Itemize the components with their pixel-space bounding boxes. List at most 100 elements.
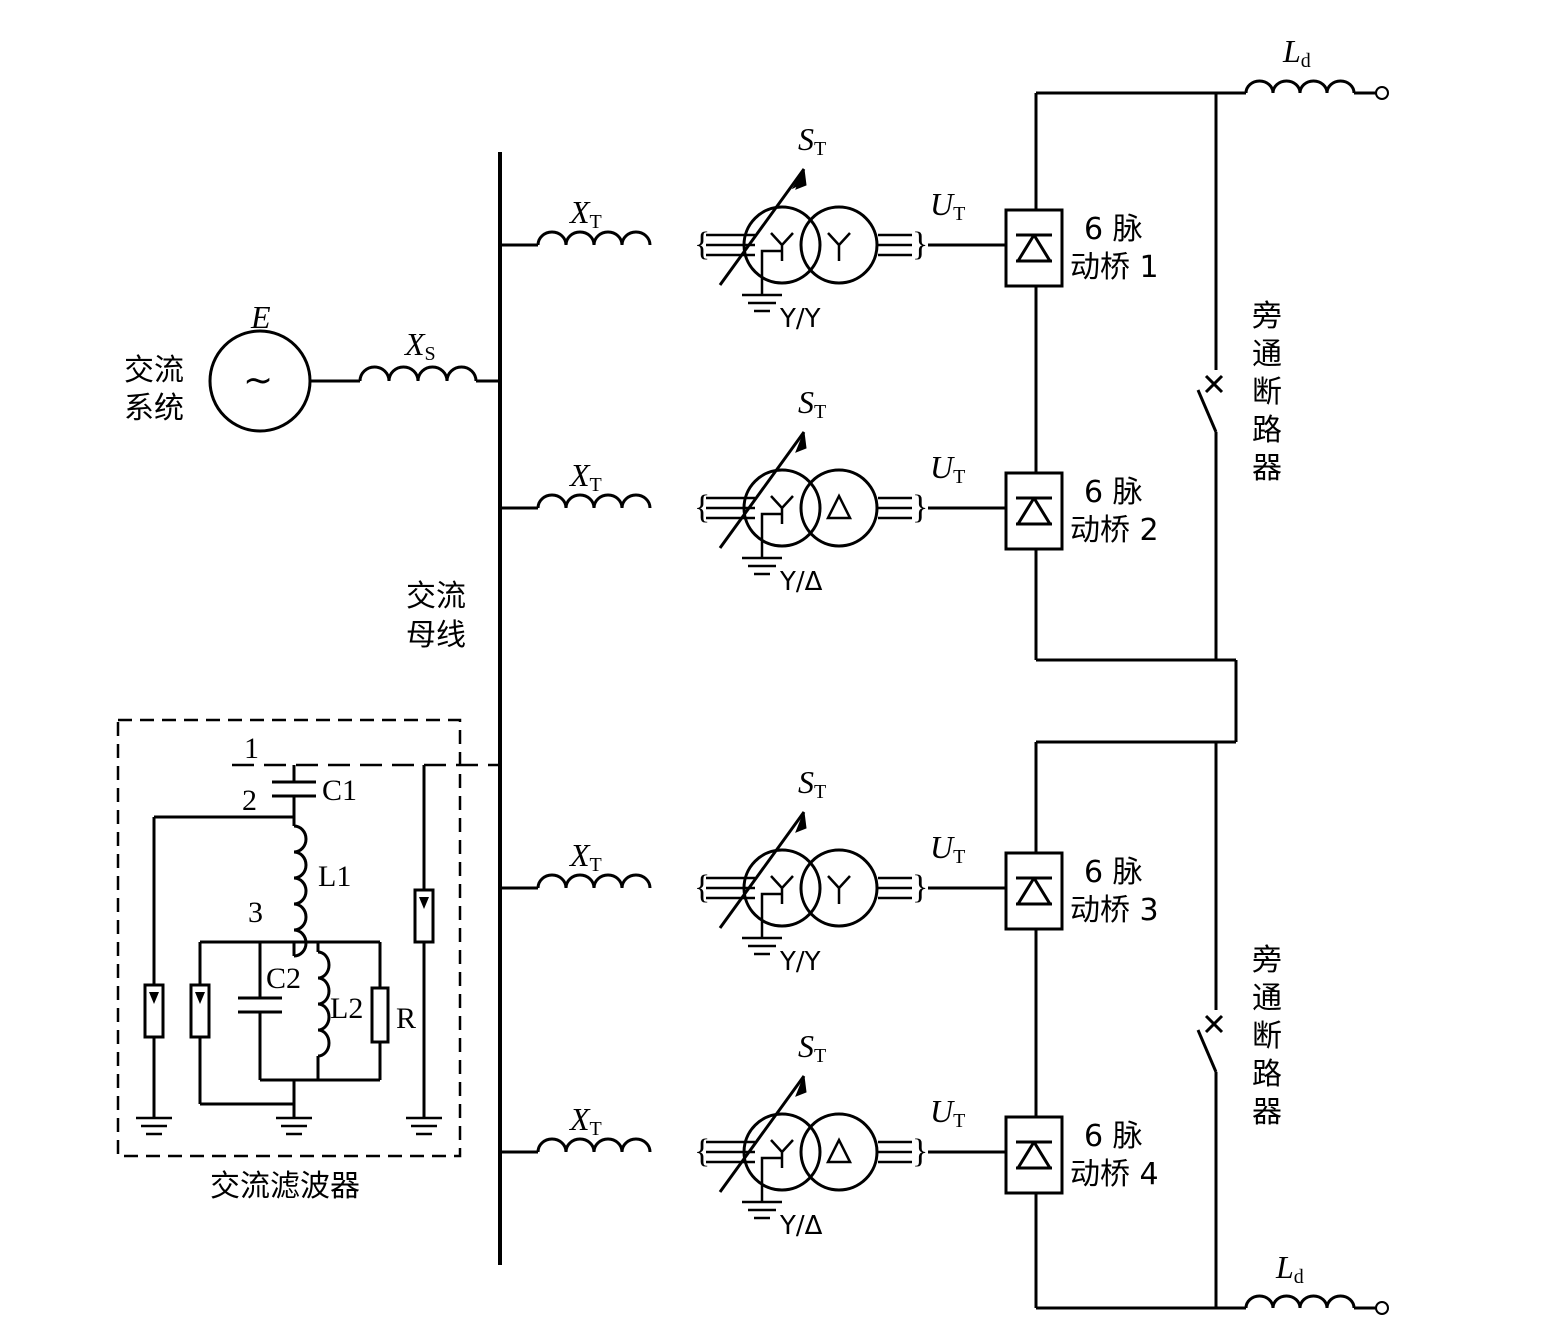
connection-label: Y/Y (779, 947, 821, 977)
transformer-primary-winding (742, 848, 822, 928)
connection-label: Y/Δ (779, 567, 823, 597)
xt-label: XT (568, 194, 602, 233)
ac-filter: 交流滤波器 1 C1 2 L1 3 C2 (116, 718, 500, 1204)
terminal-icon (1375, 1301, 1389, 1315)
st-label: ST (798, 1028, 826, 1067)
bridge-label-1: 6 脉 (1084, 1119, 1143, 1154)
ut-label: UT (930, 449, 965, 488)
neutral-ground-lead (760, 512, 782, 558)
inductor-l2 (317, 950, 331, 1058)
svg-text:}: } (912, 869, 928, 906)
svg-text:}: } (912, 1133, 928, 1170)
bridge-label-1: 6 脉 (1084, 475, 1143, 510)
bridge-rectifier (1004, 1115, 1064, 1195)
branch-1: XT { ST Y/Y } UT 6 脉 动桥 1 (500, 121, 1159, 334)
diode-icon (1016, 1141, 1052, 1169)
node-label: 2 (242, 784, 257, 817)
xt-label: XT (568, 1101, 602, 1140)
resistor-r (370, 986, 390, 1044)
ac-system-label-1: 交流 (124, 353, 184, 388)
ground-icon (406, 1116, 442, 1136)
ac-system-label-2: 系统 (124, 391, 184, 426)
svg-text:}: } (912, 226, 928, 263)
xs-label: XS (403, 326, 436, 365)
transformer-primary-winding (742, 1112, 822, 1192)
transformer-reactance-coil (536, 493, 652, 509)
wye-icon (770, 1139, 794, 1168)
breaker-label-char: 通 (1252, 337, 1282, 372)
ld-label: Ld (1282, 33, 1311, 72)
bridge-label-2: 动桥 3 (1070, 893, 1159, 928)
connection-label: Y/Δ (779, 1211, 823, 1241)
breaker-label-char: 器 (1252, 1095, 1282, 1130)
breaker-contact (1196, 389, 1218, 433)
branch-4: XT { ST Y/Δ } UT 6 脉 动桥 4 (500, 1028, 1159, 1241)
tap-changer-arrow (718, 168, 806, 286)
bypass-breaker-1: 旁 通 断 路 器 (1196, 299, 1282, 486)
inductor-l1 (293, 824, 308, 958)
ac-source: E ~ XS 交流 系统 (124, 299, 500, 433)
bridge-rectifier (1004, 471, 1064, 551)
st-label: ST (798, 384, 826, 423)
transformer-primary-winding (742, 205, 822, 285)
c1-label: C1 (322, 774, 357, 807)
sine-wave-icon: ~ (243, 360, 273, 401)
breaker-x-icon (1204, 1014, 1224, 1034)
breaker-label-char: 器 (1252, 451, 1282, 486)
svg-text:}: } (912, 489, 928, 526)
breaker-label-char: 旁 (1252, 943, 1282, 978)
breaker-label-char: 路 (1252, 413, 1282, 448)
ut-label: UT (930, 1093, 965, 1132)
connection-label: Y/Y (779, 304, 821, 334)
ground-icon (136, 1116, 172, 1136)
tap-changer-arrow (718, 811, 806, 929)
neutral-ground-lead (760, 1156, 782, 1202)
diode-icon (1016, 497, 1052, 525)
ground-icon (276, 1116, 312, 1136)
r-label: R (396, 1002, 416, 1035)
delta-icon (825, 493, 853, 520)
bridge-label-1: 6 脉 (1084, 212, 1143, 247)
c2-label: C2 (266, 962, 301, 995)
terminal-icon (1375, 86, 1389, 100)
branch-2: XT { ST Y/Δ } UT 6 脉 动桥 2 (500, 384, 1159, 597)
filter-boundary (116, 718, 462, 1158)
wye-icon (770, 232, 794, 261)
tap-changer-arrow (718, 1075, 806, 1193)
bridge-label-2: 动桥 1 (1070, 250, 1159, 285)
bridge-label-2: 动桥 2 (1070, 513, 1159, 548)
system-reactance-coil (358, 365, 478, 382)
node-label: 3 (248, 896, 263, 929)
xt-label: XT (568, 837, 602, 876)
bridge-label-1: 6 脉 (1084, 855, 1143, 890)
branch-3: XT { ST Y/Y } UT 6 脉 动桥 3 (500, 764, 1159, 977)
ac-bus-label-1: 交流 (406, 579, 466, 614)
transformer-secondary-winding (799, 205, 879, 285)
l1-label: L1 (318, 860, 351, 893)
filter-title: 交流滤波器 (210, 1169, 360, 1204)
smoothing-reactor-bottom: Ld (1216, 1249, 1389, 1315)
diode-icon (1016, 877, 1052, 905)
transformer-reactance-coil (536, 1137, 652, 1153)
breaker-label-char: 通 (1252, 981, 1282, 1016)
ut-label: UT (930, 829, 965, 868)
breaker-x-icon (1204, 374, 1224, 394)
neutral-ground-lead (760, 249, 782, 295)
ac-bus-label-2: 母线 (406, 618, 466, 653)
transformer-secondary-winding (799, 468, 879, 548)
transformer-secondary-winding (799, 1112, 879, 1192)
breaker-label-char: 断 (1252, 1019, 1282, 1054)
transformer-primary-winding (742, 468, 822, 548)
l2-label: L2 (330, 992, 363, 1025)
breaker-contact (1196, 1029, 1218, 1073)
node-label: 1 (244, 732, 259, 765)
breaker-label-char: 路 (1252, 1057, 1282, 1092)
st-label: ST (798, 764, 826, 803)
breaker-label-char: 旁 (1252, 299, 1282, 334)
bridge-rectifier (1004, 851, 1064, 931)
bridge-label-2: 动桥 4 (1070, 1157, 1159, 1192)
st-label: ST (798, 121, 826, 160)
bypass-breaker-2: 旁 通 断 路 器 (1196, 943, 1282, 1130)
xt-label: XT (568, 457, 602, 496)
